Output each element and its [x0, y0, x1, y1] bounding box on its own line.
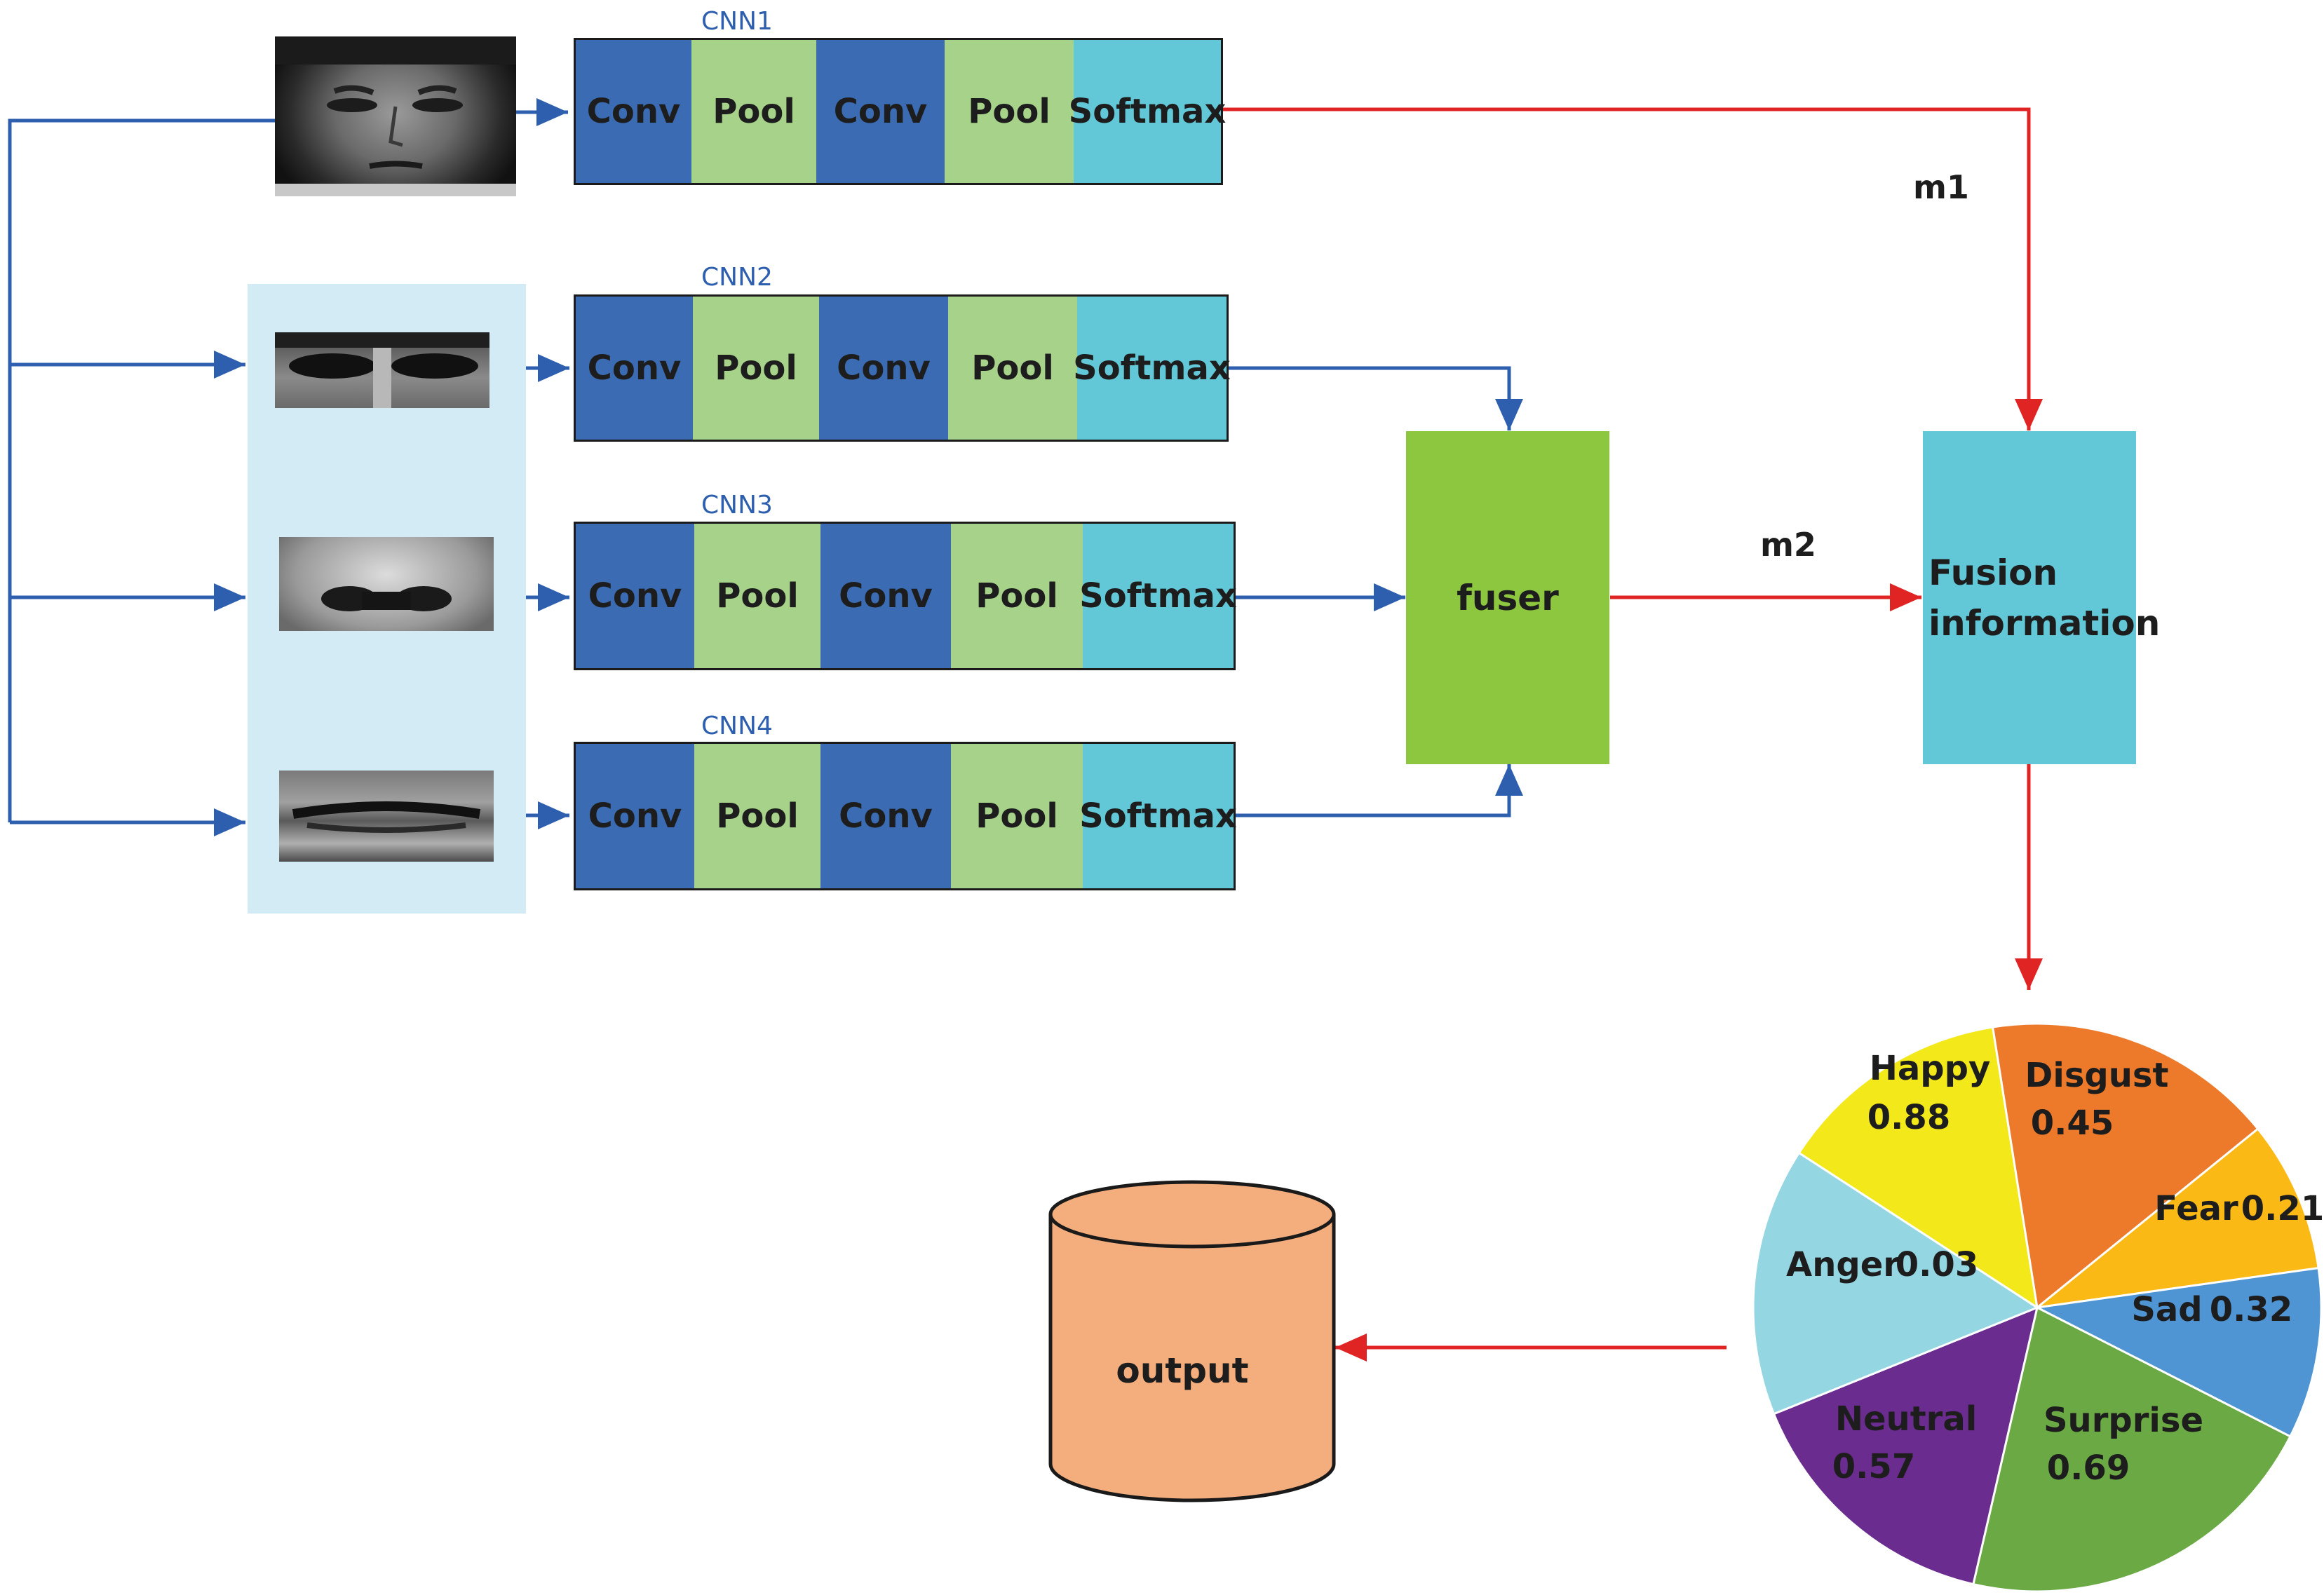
pie-label-fear-name: Fear — [2154, 1189, 2238, 1228]
cnn2-block: Conv Pool Conv Pool Softmax — [574, 294, 1231, 442]
pie-label-disgust-value: 0.45 — [2031, 1104, 2114, 1143]
cnn2-label: CNN2 — [701, 263, 773, 292]
cnn2-pool2: Pool — [948, 297, 1077, 440]
cnn1-pool1: Pool — [691, 40, 816, 183]
pie-slice-fear — [2033, 1127, 2320, 1310]
cnn3-conv1: Conv — [576, 524, 694, 668]
cnn4-block: Conv Pool Conv Pool Softmax — [574, 742, 1237, 890]
cnn4-pool1: Pool — [694, 744, 820, 888]
pie-slice-disgust — [1991, 1022, 2259, 1310]
pie-label-anger-value: 0.03 — [1896, 1245, 1978, 1284]
pie-label-surprise-value: 0.69 — [2047, 1448, 2130, 1488]
fusion-label-line2: information — [1928, 602, 2161, 644]
pie-label-happy-value: 0.88 — [1867, 1098, 1950, 1137]
mouth-image — [279, 771, 494, 862]
cnn1-pool2: Pool — [945, 40, 1074, 183]
pie-slice-happy — [1797, 1026, 2039, 1310]
cnn1-to-fusion-arrow — [1220, 107, 2043, 430]
pie-label-sad-value: 0.32 — [2210, 1290, 2292, 1329]
cnn4-conv2: Conv — [820, 744, 951, 888]
cnn2-to-fuser-arrow — [1227, 366, 1523, 430]
fusion-information-box: Fusion information — [1923, 431, 2161, 764]
pie-label-sad-name: Sad — [2131, 1290, 2202, 1329]
cnn4-to-fuser-arrow — [1234, 764, 1523, 817]
cnn3-label: CNN3 — [701, 491, 773, 520]
pie-label-neutral-value: 0.57 — [1832, 1447, 1915, 1486]
cnn4-pool2: Pool — [951, 744, 1083, 888]
pie-label-surprise-name: Surprise — [2043, 1401, 2203, 1440]
pie-slice-neutral — [1772, 1305, 2039, 1586]
face-image — [275, 36, 516, 196]
nose-image — [279, 537, 494, 631]
pie-label-happy-name: Happy — [1870, 1049, 1991, 1088]
pie-label-fear-value: 0.21 — [2241, 1189, 2324, 1228]
fuser-box: fuser — [1406, 431, 1609, 764]
fusion-label-line1: Fusion — [1928, 552, 2058, 593]
cnn3-conv2: Conv — [820, 524, 951, 668]
pie-label-anger-name: Anger — [1786, 1245, 1900, 1284]
cnn3-pool2: Pool — [951, 524, 1083, 668]
cnn4-softmax: Softmax — [1079, 744, 1237, 888]
pie-slice-surprise — [1972, 1305, 2292, 1593]
fuser-label: fuser — [1457, 577, 1559, 618]
eyes-image — [275, 332, 489, 408]
cnn3-pool1: Pool — [694, 524, 820, 668]
cnn1-conv1: Conv — [576, 40, 691, 183]
pie-label-disgust-name: Disgust — [2025, 1056, 2169, 1095]
cnn2-pool1: Pool — [693, 297, 819, 440]
input-bus-line — [8, 118, 275, 822]
emotion-pie-chart: Happy 0.88 Disgust 0.45 Fear 0.21 Sad 0.… — [1752, 1022, 2324, 1593]
cnn1-label: CNN1 — [701, 7, 773, 36]
cnn3-block: Conv Pool Conv Pool Softmax — [574, 522, 1237, 670]
pie-label-neutral-name: Neutral — [1835, 1399, 1977, 1439]
cnn2-conv2: Conv — [819, 297, 948, 440]
pie-slice-sad — [2034, 1266, 2323, 1438]
m1-label: m1 — [1913, 168, 1969, 206]
cnn1-softmax: Softmax — [1069, 40, 1226, 183]
cnn2-softmax: Softmax — [1073, 297, 1231, 440]
cnn3-softmax: Softmax — [1079, 524, 1237, 668]
pie-slice-anger — [1752, 1151, 2040, 1416]
cnn1-block: Conv Pool Conv Pool Softmax — [574, 38, 1226, 185]
m2-label: m2 — [1760, 526, 1816, 564]
cnn2-conv1: Conv — [576, 297, 693, 440]
output-cylinder: output — [1048, 1180, 1336, 1502]
cnn4-conv1: Conv — [576, 744, 694, 888]
cnn4-label: CNN4 — [701, 712, 773, 740]
cnn1-conv2: Conv — [816, 40, 945, 183]
output-label: output — [1116, 1350, 1248, 1391]
